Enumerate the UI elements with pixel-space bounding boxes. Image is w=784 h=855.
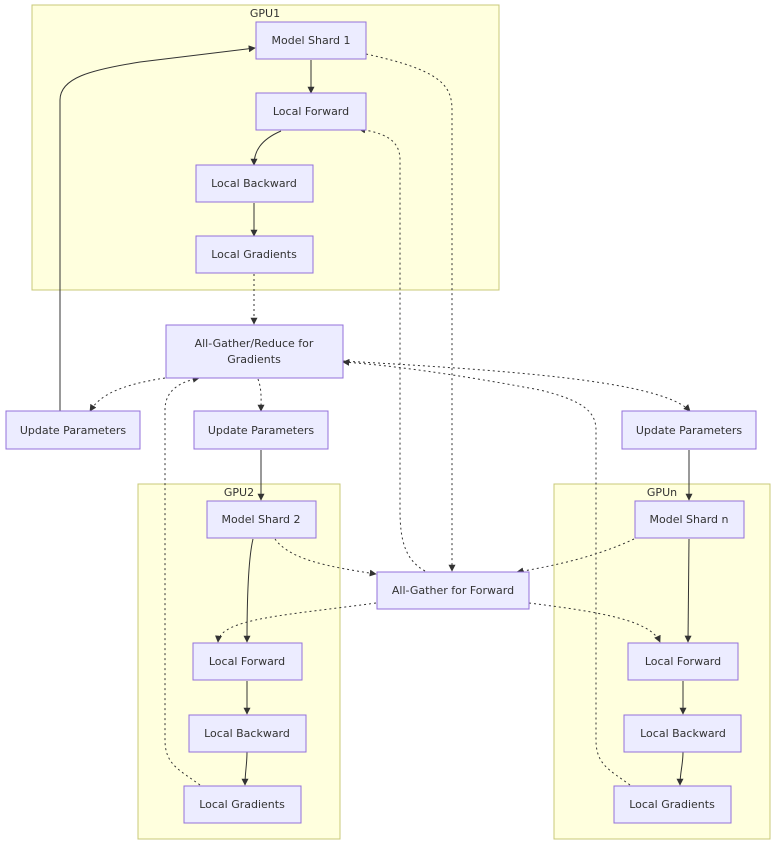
edge-shard2-allgather [274,538,377,577]
node-update-parameters-mid: Update Parameters [193,410,329,450]
svg-text:Update Parameters: Update Parameters [208,424,315,437]
edge-forward1-backward1 [250,130,282,166]
svg-text:Update Parameters: Update Parameters [636,424,743,437]
edges-dotted [89,53,691,786]
node-gpu2-local-forward: Local Forward [192,642,303,681]
node-gpun-local-forward: Local Forward [627,642,739,681]
edge-backwardn-gradientsn [676,751,684,786]
node-gpun-local-gradients: Local Gradients [613,785,732,824]
svg-text:Local Backward: Local Backward [211,177,297,190]
svg-text:Local Gradients: Local Gradients [629,798,715,811]
edges-solid [59,45,693,786]
svg-text:Model Shard 2: Model Shard 2 [221,513,300,526]
node-gpu2-model-shard: Model Shard 2 [206,500,317,539]
svg-text:Local Forward: Local Forward [273,105,349,118]
svg-text:Local Backward: Local Backward [640,727,726,740]
node-update-parameters-right: Update Parameters [621,410,757,450]
edge-allreduce-updateright [342,360,691,412]
node-gpu2-local-gradients: Local Gradients [183,785,302,824]
svg-text:Local Gradients: Local Gradients [199,798,285,811]
edge-gradientsn-allreduce [342,358,631,786]
svg-text:All-Gather for Forward: All-Gather for Forward [392,584,514,597]
node-allgather-reduce-gradients: All-Gather/Reduce for Gradients [165,324,344,379]
cluster-gpun-label: GPUn [647,486,677,499]
node-gpu1-local-backward: Local Backward [195,164,314,203]
node-gpun-model-shard: Model Shard n [634,500,745,539]
node-allgather-forward: All-Gather for Forward [376,571,530,610]
node-gpu1-local-forward: Local Forward [255,92,367,131]
svg-text:Local Forward: Local Forward [645,655,721,668]
cluster-gpu2: GPU2 [137,483,341,840]
edge-shard2-forward2 [243,538,254,643]
node-gpu1-model-shard: Model Shard 1 [255,21,367,60]
svg-text:Model Shard 1: Model Shard 1 [271,34,350,47]
node-gpu1-local-gradients: Local Gradients [195,235,314,274]
edge-updateleft-shard1 [59,45,256,411]
edge-allreduce-updatemid [257,378,265,412]
cluster-gpu1-label: GPU1 [250,7,280,20]
edge-allgather-forwardn [528,602,661,643]
svg-text:Local Gradients: Local Gradients [211,248,297,261]
node-gpu2-local-backward: Local Backward [188,714,307,753]
edge-shardn-forwardn [684,538,692,643]
svg-text:Local Forward: Local Forward [209,655,285,668]
edge-gradients2-allreduce [164,375,201,786]
edge-allgather-forward2 [215,602,377,643]
edge-allreduce-updateleft [89,377,166,412]
svg-text:Update Parameters: Update Parameters [20,424,127,437]
svg-text:Model Shard n: Model Shard n [650,513,729,526]
svg-text:Local Backward: Local Backward [204,727,290,740]
svg-text:All-Gather/Reduce for: All-Gather/Reduce for [195,337,314,350]
node-gpun-local-backward: Local Backward [623,714,742,753]
svg-text:Gradients: Gradients [227,353,281,366]
edge-backward2-gradients2 [241,751,249,786]
node-update-parameters-left: Update Parameters [5,410,141,450]
cluster-gpu2-label: GPU2 [224,486,254,499]
